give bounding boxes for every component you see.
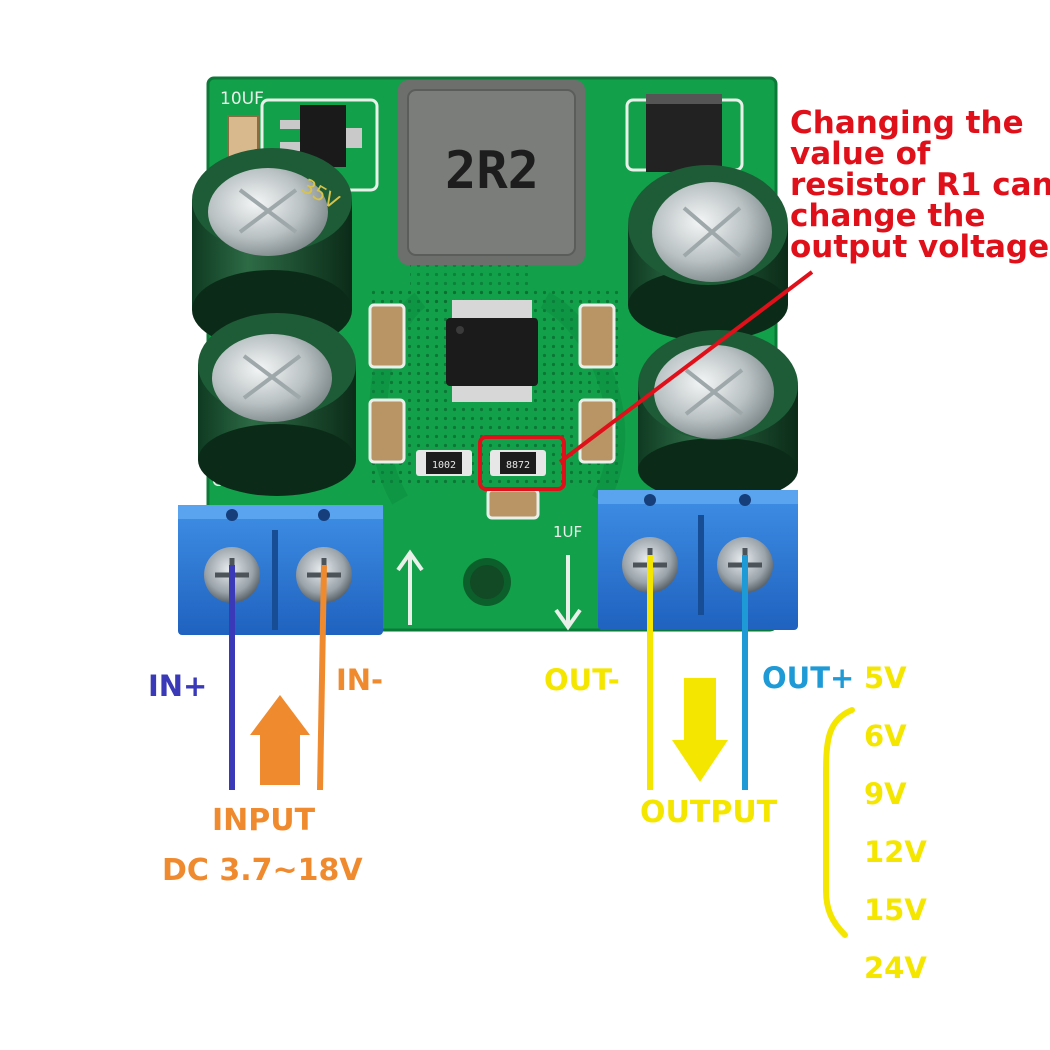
cap-value-10uf: 10UF <box>220 89 264 109</box>
electrolytic-cap-top-right <box>628 165 788 341</box>
input-voltage-range: DC 3.7~18V <box>162 853 363 888</box>
voltage-option-12v: 12V <box>864 835 927 869</box>
electrolytic-cap-top-left: 35V <box>192 148 352 350</box>
resistor-r1: 8872 <box>490 450 546 476</box>
diode-component <box>625 94 744 172</box>
input-terminal-block <box>178 505 383 635</box>
annotation-line-2: value of <box>790 136 931 172</box>
in-minus-label: IN- <box>336 663 384 697</box>
annotation-line-3: resistor R1 can <box>790 167 1050 203</box>
resistor-r2-marking: 1002 <box>432 460 456 471</box>
inductor-marking: 2R2 <box>445 141 539 201</box>
annotation-line-5: output voltage <box>790 229 1050 265</box>
r1-annotation-text: Changing the value of resistor R1 can ch… <box>790 105 1050 265</box>
in-minus-wire <box>317 564 327 791</box>
electrolytic-cap-bottom-right <box>638 330 798 502</box>
annotation-line-1: Changing the <box>790 105 1024 141</box>
ic-chip <box>446 300 538 402</box>
resistor-r2: 1002 <box>416 450 472 476</box>
electrolytic-cap-bottom-left <box>198 313 356 496</box>
pcb-direction-arrows <box>396 549 582 631</box>
input-up-arrow-icon <box>250 695 310 785</box>
voltage-brace <box>823 707 855 938</box>
out-plus-label: OUT+ <box>762 661 855 695</box>
r1-highlight-box <box>478 435 566 491</box>
resistor-r1-marking: 8872 <box>506 460 530 471</box>
annotation-pointer-line <box>558 270 814 464</box>
in-plus-label: IN+ <box>148 669 208 703</box>
output-title: OUTPUT <box>640 795 778 830</box>
output-down-arrow-icon <box>672 678 728 782</box>
cap-value-1uf: 1UF <box>553 523 582 541</box>
voltage-option-6v: 6V <box>864 719 907 753</box>
out-minus-label: OUT- <box>544 663 620 697</box>
inductor: 2R2 <box>398 80 585 265</box>
voltage-option-5v: 5V <box>864 661 907 695</box>
output-terminal-block <box>598 490 798 630</box>
voltage-option-15v: 15V <box>864 893 927 927</box>
input-title: INPUT <box>212 803 316 838</box>
voltage-option-24v: 24V <box>864 951 927 985</box>
smd-capacitors <box>368 303 616 520</box>
voltage-option-9v: 9V <box>864 777 907 811</box>
annotation-line-4: change the <box>790 198 986 234</box>
